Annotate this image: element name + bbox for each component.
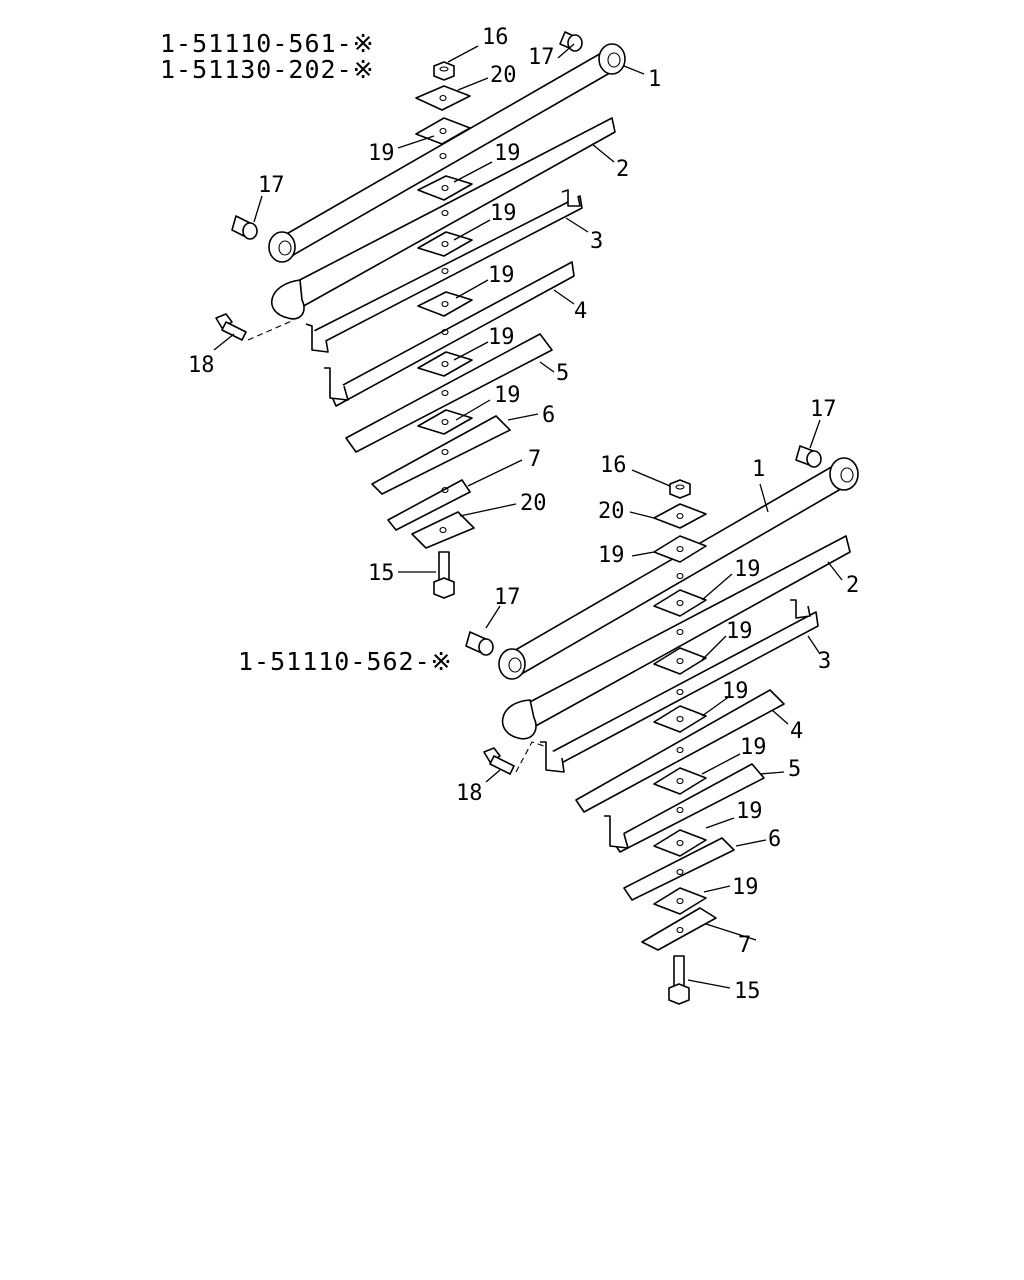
callout-2: 2: [846, 573, 859, 598]
callout-6: 6: [542, 403, 555, 428]
upper-leaf-4: [324, 261, 575, 407]
callout-15: 15: [368, 561, 395, 586]
callout-16: 16: [600, 453, 627, 478]
lower-center-plates: [653, 503, 707, 934]
upper-leaf-2: [270, 117, 616, 320]
callout-1: 1: [752, 457, 765, 482]
callout-20: 20: [598, 499, 625, 524]
part-number-upper-2: 1-51130-202-※: [160, 55, 375, 84]
lower-leaf-2: [501, 535, 851, 740]
upper-bolt-15: [433, 551, 455, 599]
callout-7: 7: [528, 447, 541, 472]
upper-center-plates: [411, 85, 475, 549]
callout-19: 19: [732, 875, 759, 900]
callout-19: 19: [734, 557, 761, 582]
callout-18: 18: [456, 781, 483, 806]
callout-7: 7: [738, 933, 751, 958]
lower-bolt-18: [483, 741, 545, 775]
callout-16: 16: [482, 25, 509, 50]
lower-nut-16: [669, 479, 691, 499]
lower-bushing-17-top: [795, 445, 822, 468]
callout-19: 19: [490, 201, 517, 226]
callout-17: 17: [528, 45, 555, 70]
upper-bushing-17-left: [231, 215, 258, 240]
callout-5: 5: [788, 757, 801, 782]
callout-19: 19: [494, 141, 521, 166]
callout-3: 3: [818, 649, 831, 674]
callout-18: 18: [188, 353, 215, 378]
callout-17: 17: [810, 397, 837, 422]
part-number-upper-1: 1-51110-561-※: [160, 29, 375, 58]
upper-leader-lines: [213, 43, 645, 573]
callout-4: 4: [574, 299, 587, 324]
callout-19: 19: [740, 735, 767, 760]
callout-19: 19: [736, 799, 763, 824]
callout-19: 19: [488, 263, 515, 288]
lower-leaf-4: [575, 689, 785, 813]
lower-leader-lines: [485, 419, 843, 989]
upper-spring-assembly: 16 17 1 20 19 19 2 17 19 3 19 4 18 19 5 …: [188, 25, 661, 599]
callout-20: 20: [520, 491, 547, 516]
lower-bolt-15: [668, 955, 690, 1005]
callout-6: 6: [768, 827, 781, 852]
callout-19: 19: [598, 543, 625, 568]
upper-leaf-5: [345, 333, 553, 453]
upper-leaf-3: [305, 189, 583, 353]
callout-1: 1: [648, 67, 661, 92]
callout-19: 19: [726, 619, 753, 644]
lower-leaf-7: [641, 907, 717, 951]
callout-19: 19: [494, 383, 521, 408]
lower-leaf-1: [498, 457, 859, 680]
callout-19: 19: [368, 141, 395, 166]
callout-19: 19: [488, 325, 515, 350]
callout-17: 17: [258, 173, 285, 198]
callout-19: 19: [722, 679, 749, 704]
lower-bushing-17-left: [465, 631, 494, 656]
upper-leaf-7: [387, 479, 471, 531]
upper-bushing-17-top: [559, 31, 583, 52]
upper-nut-16: [433, 61, 455, 81]
callout-20: 20: [490, 63, 517, 88]
lower-spring-assembly: 17 16 1 20 19 19 2 17 19 3 19 4 18 19 5 …: [456, 397, 859, 1005]
part-number-lower: 1-51110-562-※: [238, 647, 453, 676]
callout-4: 4: [790, 719, 803, 744]
lower-leaf-5: [604, 763, 765, 853]
upper-leaf-6: [371, 415, 511, 495]
upper-bolt-18: [215, 313, 295, 341]
callout-5: 5: [556, 361, 569, 386]
callout-15: 15: [734, 979, 761, 1004]
upper-leaf-1: [268, 43, 626, 263]
callout-3: 3: [590, 229, 603, 254]
lower-leaf-3: [540, 599, 819, 773]
callout-2: 2: [616, 157, 629, 182]
lower-leaf-6: [623, 837, 735, 901]
callout-17: 17: [494, 585, 521, 610]
